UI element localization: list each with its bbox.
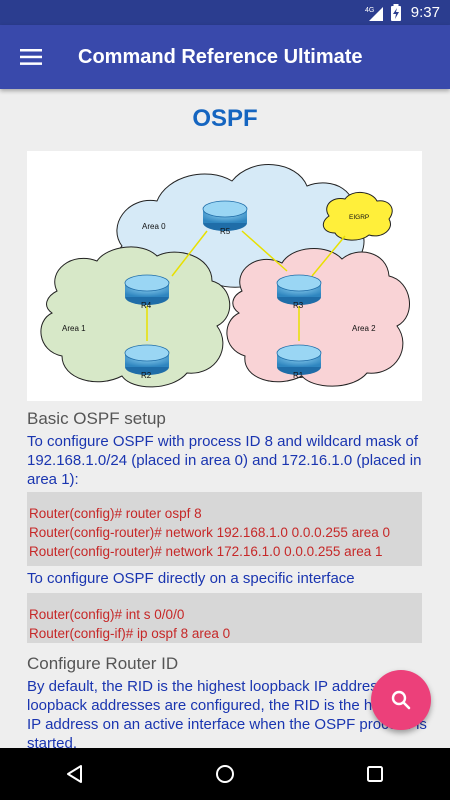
status-time: 9:37 bbox=[410, 4, 440, 21]
basic-ospf-description: To configure OSPF with process ID 8 and … bbox=[27, 433, 422, 488]
r5-label: R5 bbox=[220, 227, 231, 236]
recents-icon bbox=[367, 766, 383, 782]
network-type-label: 4G bbox=[365, 7, 374, 14]
back-button[interactable] bbox=[45, 748, 105, 800]
home-icon bbox=[216, 765, 234, 783]
battery-charging-icon bbox=[390, 4, 401, 21]
code-line: Router(config-if)# ip ospf 8 area 0 bbox=[29, 626, 231, 641]
app-title: Command Reference Ultimate bbox=[78, 45, 363, 68]
eigrp-label: EIGRP bbox=[349, 214, 369, 221]
system-nav-bar bbox=[0, 748, 450, 800]
home-button[interactable] bbox=[195, 748, 255, 800]
search-icon bbox=[391, 690, 411, 710]
area2-label: Area 2 bbox=[352, 324, 376, 333]
r2-label: R2 bbox=[141, 371, 152, 380]
area0-label: Area 0 bbox=[142, 222, 166, 231]
router-r2 bbox=[124, 344, 170, 375]
links bbox=[146, 230, 346, 341]
code-line: Router(config)# int s 0/0/0 bbox=[29, 607, 185, 622]
content-scroll-area[interactable]: OSPF bbox=[0, 89, 450, 748]
code-block-basic-ospf: Router(config)# router ospf 8 Router(con… bbox=[27, 492, 422, 566]
status-bar: 4G 9:37 bbox=[0, 0, 450, 25]
hamburger-menu-icon[interactable] bbox=[0, 25, 62, 89]
search-button[interactable] bbox=[371, 670, 431, 730]
r3-label: R3 bbox=[293, 301, 304, 310]
ospf-topology-diagram: Area 0 Area 1 Area 2 EIGRP R5 R4 R3 R2 R… bbox=[27, 151, 422, 401]
router-r3 bbox=[276, 274, 322, 305]
back-icon bbox=[67, 765, 82, 783]
code-line: Router(config-router)# network 192.168.1… bbox=[29, 525, 390, 540]
section-heading-router-id: Configure Router ID bbox=[27, 654, 179, 673]
signal-4g-icon: 4G bbox=[365, 5, 385, 21]
code-block-interface-ospf: Router(config)# int s 0/0/0 Router(confi… bbox=[27, 593, 422, 643]
interface-ospf-description: To configure OSPF directly on a specific… bbox=[27, 570, 355, 587]
area1-cloud bbox=[40, 246, 231, 388]
eigrp-cloud bbox=[322, 192, 393, 241]
router-id-description: By default, the RID is the highest loopb… bbox=[27, 678, 427, 748]
router-r1 bbox=[276, 344, 322, 375]
area1-label: Area 1 bbox=[62, 324, 86, 333]
code-line: Router(config)# router ospf 8 bbox=[29, 506, 202, 521]
section-heading-basic-ospf: Basic OSPF setup bbox=[27, 409, 166, 428]
area2-cloud bbox=[226, 247, 410, 387]
router-r4 bbox=[124, 274, 170, 305]
app-bar: Command Reference Ultimate bbox=[0, 25, 450, 89]
code-line: Router(config-router)# network 172.16.1.… bbox=[29, 544, 383, 559]
r4-label: R4 bbox=[141, 301, 152, 310]
r1-label: R1 bbox=[293, 371, 304, 380]
recents-button[interactable] bbox=[345, 748, 405, 800]
router-r5 bbox=[202, 200, 248, 231]
page-title: OSPF bbox=[192, 105, 258, 132]
